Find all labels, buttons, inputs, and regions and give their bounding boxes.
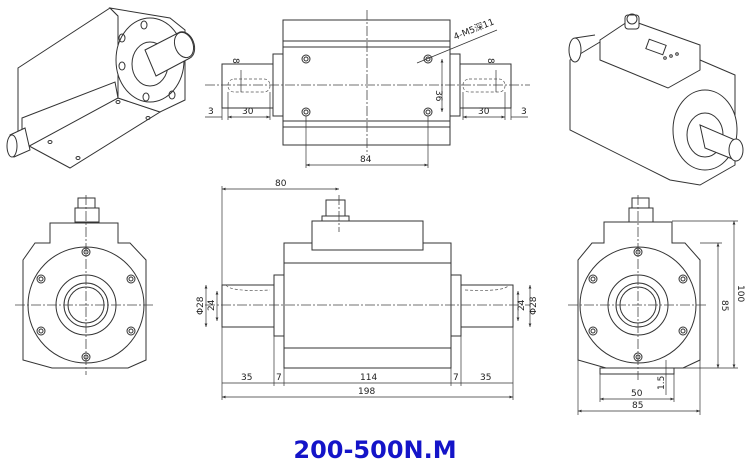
- dim-key-right: 24: [517, 299, 527, 311]
- dim-offset-left: 3: [208, 107, 214, 117]
- dim-body-len: 114: [360, 373, 377, 383]
- thread-callout: 4-M5深11: [452, 17, 496, 43]
- dim-base-offset: 1.5: [657, 376, 667, 390]
- dim-height-body: 85: [719, 300, 729, 311]
- dim-height-total: 100: [735, 285, 745, 302]
- model-title: 200-500N.M: [293, 436, 457, 464]
- dim-shaft-dia-left: Φ28: [196, 296, 206, 315]
- end-view-right: 100 85 1.5 50 85: [568, 195, 745, 415]
- dim-hole-spacing-h: 84: [360, 155, 372, 165]
- dim-flange-left: 7: [276, 373, 282, 383]
- dim-hole-spacing-v: 36: [433, 90, 443, 102]
- isometric-view-left: [6, 7, 196, 169]
- dim-key-width-left: 8: [230, 58, 240, 64]
- dim-flange-right: 7: [453, 373, 459, 383]
- dim-offset-right: 3: [521, 107, 527, 117]
- isometric-view-right: [568, 13, 744, 186]
- end-view-left: [15, 195, 155, 375]
- dim-key-width-right: 8: [485, 58, 495, 64]
- front-view: 80 Φ28 24 Φ28 24 35 7 114 7 35 198: [196, 179, 539, 400]
- dim-connector-offset: 80: [275, 179, 287, 189]
- dim-base-width: 50: [631, 389, 643, 399]
- dim-shaft-len-left: 35: [241, 373, 252, 383]
- dim-shaft-len-right: 35: [480, 373, 491, 383]
- dim-overall: 198: [358, 387, 375, 397]
- top-view: 4-M5深11 84 36 8 8 3 30 30 3: [205, 10, 530, 168]
- dim-key-len-left: 30: [242, 107, 254, 117]
- dim-key-len-right: 30: [478, 107, 490, 117]
- dim-shaft-dia-right: Φ28: [529, 296, 539, 315]
- dim-width: 85: [632, 401, 643, 411]
- dim-key-left: 24: [207, 299, 217, 311]
